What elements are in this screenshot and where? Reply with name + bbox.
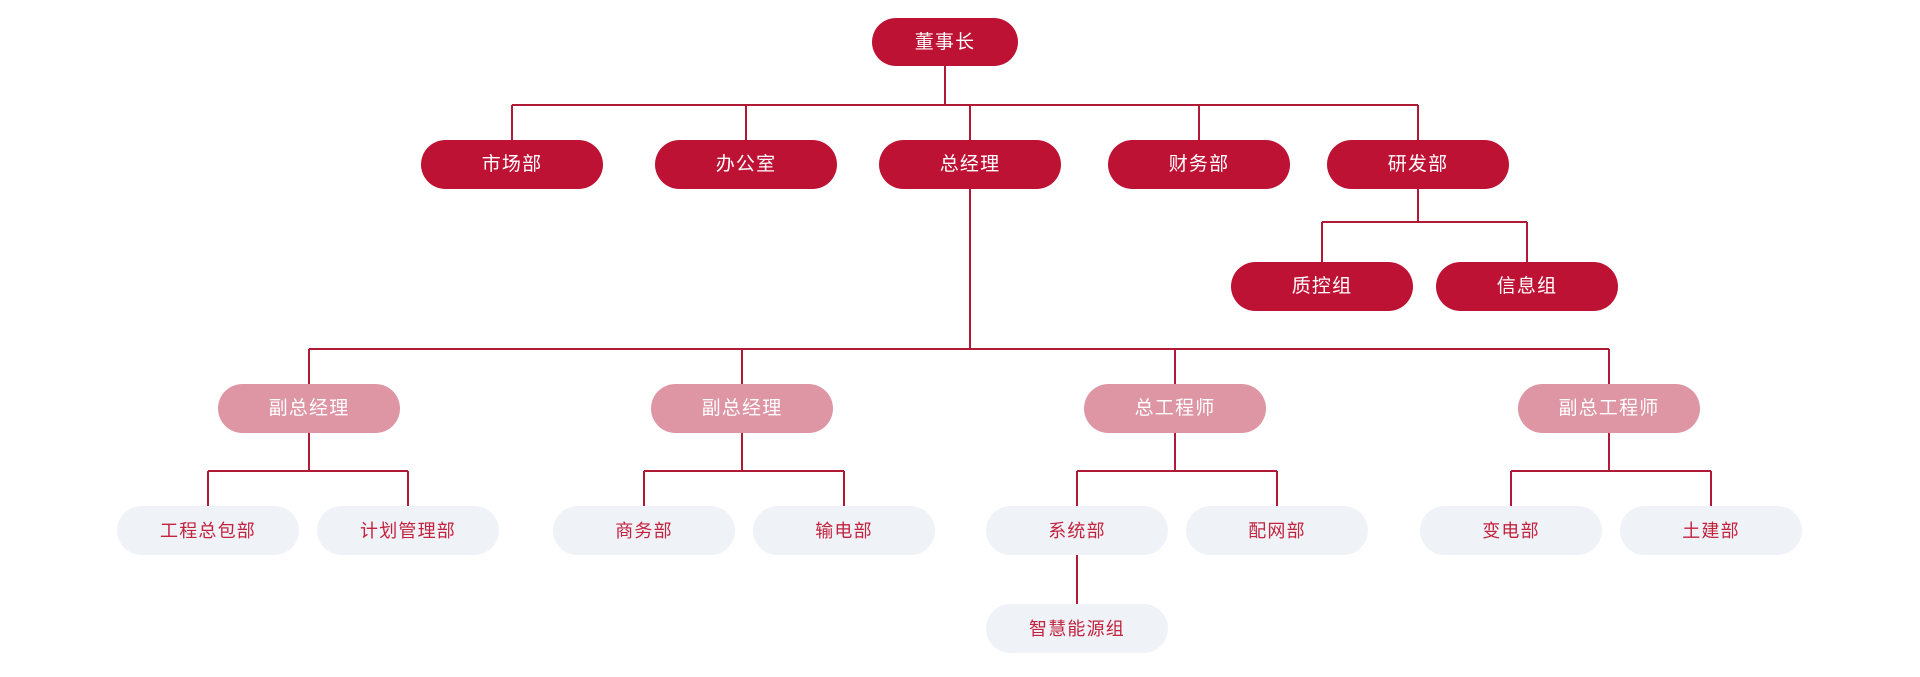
node-substation-dept[interactable]: 变电部 — [1420, 506, 1602, 555]
node-label: 副总经理 — [701, 398, 783, 419]
node-transmission-dept[interactable]: 输电部 — [753, 506, 935, 555]
node-label: 总工程师 — [1134, 398, 1216, 419]
node-deputy-general-manager-2[interactable]: 副总经理 — [651, 384, 833, 433]
node-label: 工程总包部 — [160, 520, 256, 541]
node-epc-dept[interactable]: 工程总包部 — [117, 506, 299, 555]
node-label: 输电部 — [815, 520, 873, 541]
node-label: 副总工程师 — [1558, 398, 1660, 419]
node-rd-dept[interactable]: 研发部 — [1327, 140, 1509, 189]
node-deputy-general-manager-1[interactable]: 副总经理 — [218, 384, 400, 433]
node-finance-dept[interactable]: 财务部 — [1108, 140, 1290, 189]
node-label: 计划管理部 — [360, 520, 456, 541]
node-distribution-dept[interactable]: 配网部 — [1186, 506, 1368, 555]
node-qc-group[interactable]: 质控组 — [1231, 262, 1413, 311]
node-chairman[interactable]: 董事长 — [872, 18, 1018, 66]
node-marketing-dept[interactable]: 市场部 — [421, 140, 603, 189]
node-civil-dept[interactable]: 土建部 — [1620, 506, 1802, 555]
node-deputy-chief-engineer[interactable]: 副总工程师 — [1518, 384, 1700, 433]
node-label: 变电部 — [1482, 520, 1540, 541]
node-label: 质控组 — [1291, 276, 1353, 297]
node-business-dept[interactable]: 商务部 — [553, 506, 735, 555]
node-label: 董事长 — [914, 31, 976, 53]
node-info-group[interactable]: 信息组 — [1436, 262, 1618, 311]
node-label: 办公室 — [715, 154, 777, 175]
node-label: 研发部 — [1387, 154, 1449, 175]
node-office[interactable]: 办公室 — [655, 140, 837, 189]
node-label: 财务部 — [1168, 154, 1230, 175]
node-system-dept[interactable]: 系统部 — [986, 506, 1168, 555]
node-label: 配网部 — [1248, 520, 1306, 541]
node-label: 信息组 — [1496, 276, 1558, 297]
node-label: 系统部 — [1048, 520, 1106, 541]
node-label: 智慧能源组 — [1029, 618, 1125, 639]
node-smart-energy-group[interactable]: 智慧能源组 — [986, 604, 1168, 653]
node-label: 市场部 — [481, 154, 543, 175]
node-label: 副总经理 — [268, 398, 350, 419]
node-label: 土建部 — [1682, 520, 1740, 541]
node-label: 总经理 — [939, 154, 1001, 175]
node-chief-engineer[interactable]: 总工程师 — [1084, 384, 1266, 433]
node-general-manager[interactable]: 总经理 — [879, 140, 1061, 189]
node-label: 商务部 — [615, 520, 673, 541]
node-planning-dept[interactable]: 计划管理部 — [317, 506, 499, 555]
